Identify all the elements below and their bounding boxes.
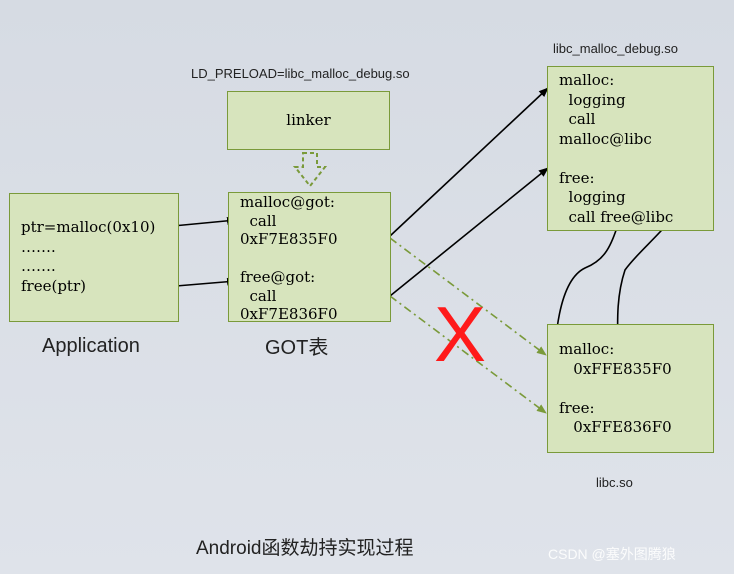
got-table-label: GOT表 — [265, 337, 329, 359]
debug-line-logging-1: logging — [559, 90, 626, 109]
got-malloc-to-debug-arrow — [389, 87, 549, 237]
app-line-ellipsis-2: ……. — [21, 257, 56, 275]
debug-line-malloc-libc: malloc@libc — [559, 129, 652, 148]
libc-line-blank — [559, 379, 713, 399]
ld-preload-label: LD_PRELOAD=libc_malloc_debug.so — [191, 66, 410, 81]
got-line-addr-2: 0xF7E836F0 — [240, 305, 338, 324]
linker-to-got-arrow — [292, 152, 328, 188]
app-line-free: free(ptr) — [21, 276, 86, 295]
got-line-blank — [240, 249, 390, 268]
debug-line-blank — [559, 149, 713, 169]
got-malloc-to-libc-dashed-arrow — [389, 237, 547, 356]
libc-line-free: free: — [559, 398, 595, 417]
got-free-to-debug-arrow — [389, 167, 549, 297]
got-line-free: free@got: — [240, 267, 316, 286]
application-label: Application — [42, 335, 140, 357]
debug-line-call-free-libc: call free@libc — [559, 207, 674, 226]
got-line-malloc: malloc@got: — [240, 193, 335, 211]
footer-caption: Android函数劫持实现过程 — [196, 538, 414, 559]
watermark: CSDN @塞外图腾狼 — [548, 546, 676, 562]
debug-line-logging-2: logging — [559, 188, 626, 206]
libc-box: malloc: 0xFFE835F0 free: 0xFFE836F0 — [547, 324, 714, 453]
libc-so-label: libc.so — [596, 475, 633, 490]
libc-malloc-debug-box: malloc: logging call malloc@libc free: l… — [547, 66, 714, 231]
got-free-to-libc-dashed-arrow — [389, 295, 547, 414]
libc-line-addr-1: 0xFFE835F0 — [559, 359, 672, 378]
libc-line-addr-2: 0xFFE836F0 — [559, 418, 672, 436]
application-box: ptr=malloc(0x10) ……. ……. free(ptr) — [9, 193, 179, 322]
linker-label: linker — [286, 110, 331, 129]
linker-box: linker — [227, 91, 390, 150]
libc-malloc-debug-label: libc_malloc_debug.so — [553, 41, 679, 56]
debug-line-free: free: — [559, 168, 595, 187]
got-line-call-2: call — [240, 286, 277, 305]
app-line-malloc: ptr=malloc(0x10) — [21, 218, 156, 236]
libc-line-malloc: malloc: — [559, 340, 615, 358]
got-line-addr-1: 0xF7E835F0 — [240, 230, 338, 249]
red-x-mark: X — [434, 290, 487, 378]
got-line-call-1: call — [240, 211, 277, 230]
got-box: malloc@got: call 0xF7E835F0 free@got: ca… — [228, 192, 391, 324]
debug-line-call-1: call — [559, 110, 596, 128]
debug-line-malloc: malloc: — [559, 71, 615, 89]
app-line-ellipsis-1: ……. — [21, 237, 56, 256]
